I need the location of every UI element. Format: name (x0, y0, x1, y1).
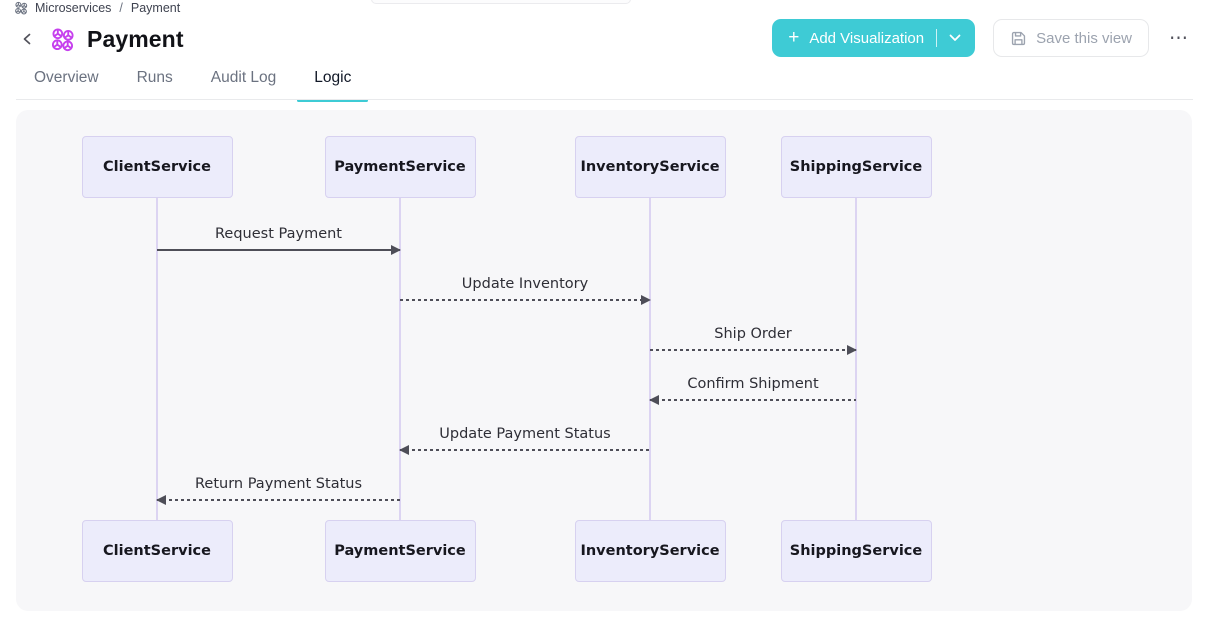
tab-logic[interactable]: Logic (295, 62, 370, 102)
breadcrumb: Microservices / Payment (14, 0, 180, 16)
tab-bar-divider (16, 99, 1193, 100)
participant-box-paymentservice: PaymentService (324, 136, 476, 198)
page-title: Payment (87, 25, 184, 52)
header-actions: + Add Visualization Save this view ⋯ (772, 19, 1191, 57)
message-label: Return Payment Status (194, 476, 363, 492)
microservices-cluster-icon (14, 1, 28, 15)
payment-cluster-icon (50, 27, 75, 52)
message-line (400, 299, 650, 301)
back-button[interactable] (18, 29, 38, 49)
message-line (650, 349, 856, 351)
message-line (157, 499, 400, 501)
lifeline-paymentservice (399, 198, 401, 520)
message-line (650, 399, 856, 401)
save-icon (1011, 31, 1026, 45)
message: Update Payment Status (399, 426, 650, 455)
message-label: Update Payment Status (439, 426, 611, 442)
message: Return Payment Status (156, 476, 400, 505)
participant-box-inventoryservice: InventoryService (574, 520, 726, 582)
arrowhead-icon (391, 245, 401, 255)
tab-overview[interactable]: Overview (34, 69, 99, 86)
message-line (157, 249, 400, 251)
message-label: Update Inventory (461, 276, 589, 292)
participant-box-shippingservice: ShippingService (780, 520, 932, 582)
arrowhead-icon (156, 495, 166, 505)
button-divider (936, 29, 938, 47)
chevron-down-icon[interactable] (949, 34, 961, 42)
participant-box-clientservice: ClientService (81, 520, 233, 582)
save-view-button[interactable]: Save this view (993, 19, 1149, 57)
arrowhead-icon (399, 445, 409, 455)
arrowhead-icon (649, 395, 659, 405)
add-visualization-label: Add Visualization (809, 29, 925, 47)
message: Ship Order (650, 326, 857, 355)
tab-audit-log[interactable]: Audit Log (210, 69, 277, 86)
participant-box-paymentservice: PaymentService (324, 520, 476, 582)
arrowhead-icon (641, 295, 651, 305)
lifeline-clientservice (156, 198, 158, 520)
lifeline-inventoryservice (649, 198, 651, 520)
arrowhead-icon (847, 345, 857, 355)
breadcrumb-separator: / (119, 1, 123, 15)
add-visualization-button[interactable]: + Add Visualization (772, 19, 976, 57)
breadcrumb-project[interactable]: Microservices (35, 1, 112, 15)
participant-box-shippingservice: ShippingService (780, 136, 932, 198)
page-header: Payment (18, 22, 184, 56)
cutoff-floating-element (371, 0, 631, 4)
message-label: Request Payment (215, 226, 342, 242)
breadcrumb-page[interactable]: Payment (130, 1, 181, 15)
message: Confirm Shipment (649, 376, 856, 405)
message: Update Inventory (400, 276, 651, 305)
tab-bar: Overview Runs Audit Log Logic (15, 62, 370, 102)
message-label: Confirm Shipment (687, 376, 819, 392)
chevron-left-icon (23, 33, 31, 45)
message: Request Payment (157, 226, 401, 255)
more-options-button[interactable]: ⋯ (1167, 25, 1191, 52)
tab-runs[interactable]: Runs (136, 69, 173, 86)
plus-icon: + (788, 26, 800, 48)
participant-box-clientservice: ClientService (81, 136, 233, 198)
ellipsis-icon: ⋯ (1169, 27, 1189, 49)
save-view-label: Save this view (1036, 29, 1132, 47)
participant-box-inventoryservice: InventoryService (574, 136, 726, 198)
message-label: Ship Order (714, 326, 792, 342)
message-line (400, 449, 650, 451)
lifeline-shippingservice (855, 198, 857, 520)
